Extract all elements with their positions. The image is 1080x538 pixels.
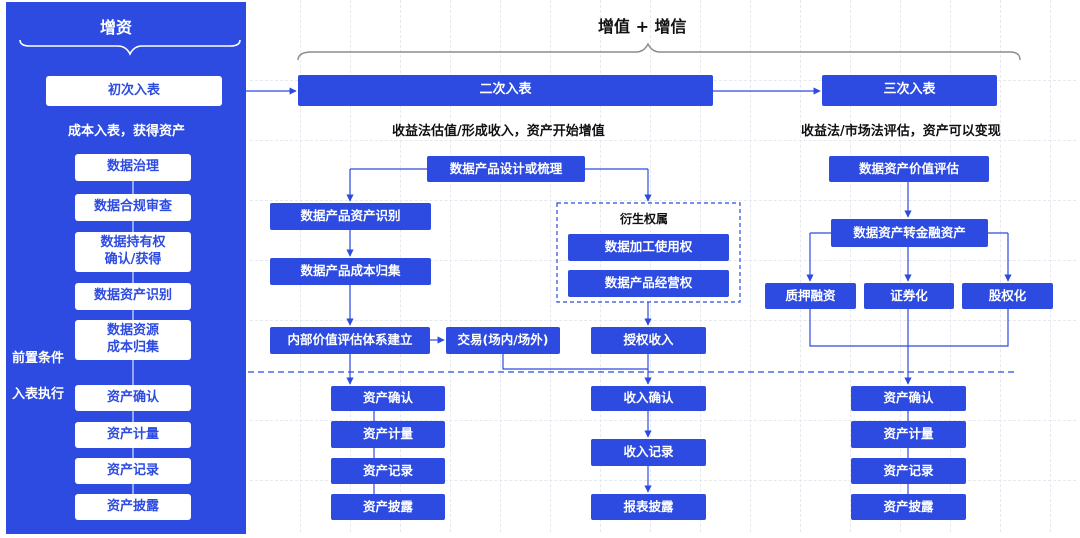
grid-line xyxy=(450,0,451,532)
grid-line xyxy=(250,480,1076,481)
grid-line xyxy=(250,420,1076,421)
product-asset-identify-box: 数据产品资产识别 xyxy=(270,203,431,230)
left-exec-step: 资产记录 xyxy=(75,458,191,484)
product-cost-box: 数据产品成本归集 xyxy=(270,258,431,285)
col1-exec-box: 资产披露 xyxy=(331,494,445,520)
prereq-label: 前置条件 xyxy=(12,351,65,366)
right-title: 增值 + 增信 xyxy=(598,17,687,36)
left-exec-step: 资产披露 xyxy=(75,494,191,520)
grid-line xyxy=(950,0,951,532)
internal-valuation-box: 内部价值评估体系建立 xyxy=(270,327,430,354)
col3-exec-box: 资产记录 xyxy=(851,458,966,484)
grid-line xyxy=(600,0,601,532)
second-entry-caption: 收益法估值/形成收入，资产开始增值 xyxy=(392,124,605,139)
third-entry-caption: 收益法/市场法评估，资产可以变现 xyxy=(801,124,1001,139)
left-title: 增资 xyxy=(100,18,133,37)
col1-exec-box: 资产记录 xyxy=(331,458,445,484)
left-step: 数据资产识别 xyxy=(75,283,191,310)
col2-exec-box: 收入确认 xyxy=(591,386,706,411)
left-step: 数据治理 xyxy=(75,154,191,181)
grid-line xyxy=(750,0,751,532)
trade-box: 交易(场内/场外) xyxy=(446,327,560,354)
left-step: 数据合规审查 xyxy=(75,194,191,221)
grid-line xyxy=(800,0,801,532)
exec-label: 入表执行 xyxy=(12,387,65,402)
col3-exec-box: 资产披露 xyxy=(851,494,966,520)
derived-right-box: 数据产品经营权 xyxy=(568,270,729,297)
equity-conversion-box: 股权化 xyxy=(962,283,1053,309)
grid-line xyxy=(500,0,501,532)
col3-exec-box: 资产计量 xyxy=(851,421,966,448)
left-exec-step: 资产确认 xyxy=(75,385,191,411)
license-income-box: 授权收入 xyxy=(591,327,706,354)
grid-line xyxy=(250,200,1076,201)
grid-line xyxy=(250,320,1076,321)
second-entry-header: 二次入表 xyxy=(298,75,713,106)
derived-rights-title: 衍生权属 xyxy=(620,212,669,226)
col3-exec-box: 资产确认 xyxy=(851,386,966,411)
securitization-box: 证券化 xyxy=(864,283,954,309)
col1-exec-box: 资产计量 xyxy=(331,421,445,448)
grid-line xyxy=(250,140,1076,141)
grid-line xyxy=(700,0,701,532)
third-entry-header: 三次入表 xyxy=(822,75,997,106)
grid-line xyxy=(850,0,851,532)
grid-line xyxy=(650,0,651,532)
col2-exec-box: 收入记录 xyxy=(591,439,706,466)
grid-line xyxy=(550,0,551,532)
col1-exec-box: 资产确认 xyxy=(331,386,445,411)
grid-line xyxy=(900,0,901,532)
initial-entry-caption: 成本入表，获得资产 xyxy=(68,124,186,139)
pledge-financing-box: 质押融资 xyxy=(765,283,856,309)
derived-right-box: 数据加工使用权 xyxy=(568,234,729,261)
initial-entry-box: 初次入表 xyxy=(46,76,222,106)
grid-line xyxy=(1050,0,1051,532)
col2-exec-box: 报表披露 xyxy=(591,494,706,520)
left-step: 数据资源 成本归集 xyxy=(75,320,191,360)
product-design-box: 数据产品设计或梳理 xyxy=(427,156,585,182)
financial-conversion-box: 数据资产转金融资产 xyxy=(831,219,988,247)
asset-valuation-box: 数据资产价值评估 xyxy=(829,156,989,182)
left-step: 数据持有权 确认/获得 xyxy=(75,232,191,272)
grid-line xyxy=(1000,0,1001,532)
left-exec-step: 资产计量 xyxy=(75,422,191,448)
